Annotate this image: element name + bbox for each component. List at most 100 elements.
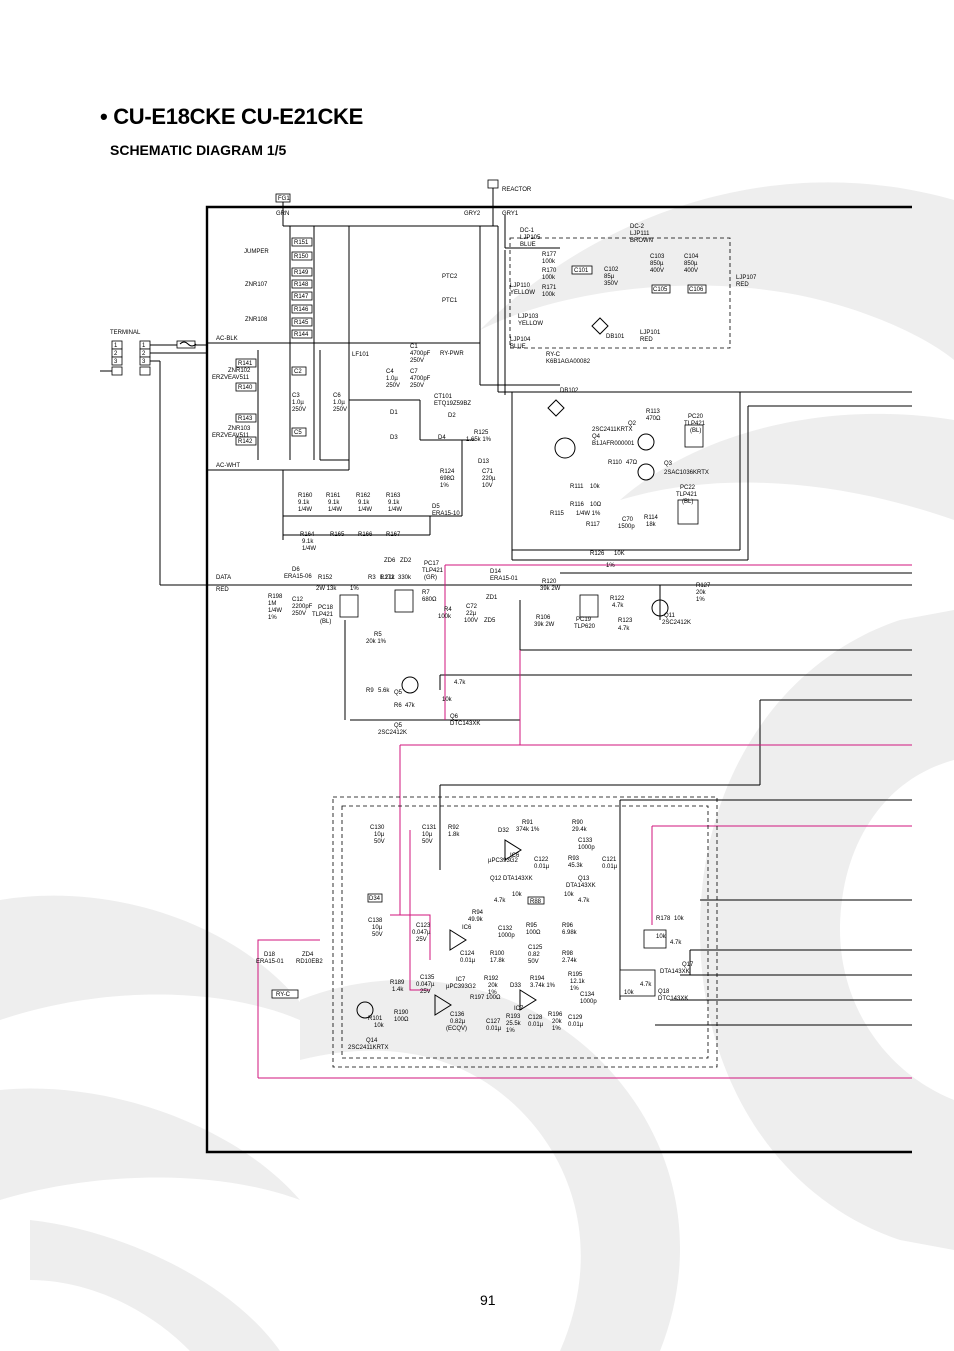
- svg-text:250V: 250V: [386, 383, 400, 389]
- svg-text:Q5: Q5: [394, 723, 403, 729]
- svg-text:CT101: CT101: [434, 394, 453, 400]
- svg-text:0.01µ: 0.01µ: [486, 1026, 502, 1032]
- svg-text:R152: R152: [318, 575, 333, 581]
- svg-text:C106: C106: [689, 287, 704, 293]
- svg-text:BLUE: BLUE: [510, 344, 526, 350]
- svg-text:4.7k: 4.7k: [494, 898, 506, 904]
- svg-text:R3: R3: [368, 575, 376, 581]
- svg-text:TLP620: TLP620: [574, 624, 596, 630]
- svg-text:330k: 330k: [398, 575, 412, 581]
- page-number: 91: [480, 1292, 496, 1308]
- svg-text:250V: 250V: [292, 611, 306, 617]
- svg-text:3.74k 1%: 3.74k 1%: [530, 983, 556, 989]
- svg-text:17.8k: 17.8k: [490, 958, 506, 964]
- svg-text:R143: R143: [238, 416, 253, 422]
- svg-text:R192: R192: [484, 976, 499, 982]
- svg-text:LJP103: LJP103: [518, 314, 539, 320]
- svg-text:ERA15-06: ERA15-06: [284, 574, 312, 580]
- svg-text:ZD2: ZD2: [400, 558, 412, 564]
- schematic-border: [205, 205, 912, 1154]
- svg-text:R5: R5: [374, 632, 382, 638]
- svg-text:AC-BLK: AC-BLK: [216, 336, 238, 342]
- svg-text:100Ω: 100Ω: [394, 1017, 409, 1023]
- svg-text:R88: R88: [530, 899, 542, 905]
- svg-text:RED: RED: [640, 337, 653, 343]
- svg-text:0.82µ: 0.82µ: [450, 1019, 466, 1025]
- resistor-ladder: [282, 440, 463, 540]
- svg-text:D34: D34: [369, 896, 381, 902]
- svg-text:ZD5: ZD5: [484, 618, 496, 624]
- svg-text:10k: 10k: [442, 697, 453, 703]
- svg-text:50V: 50V: [374, 839, 385, 845]
- svg-text:1/4W: 1/4W: [388, 507, 402, 513]
- svg-text:ZD1: ZD1: [486, 595, 498, 601]
- svg-text:PTC1: PTC1: [442, 298, 458, 304]
- svg-text:Q2: Q2: [628, 421, 637, 427]
- svg-text:Q11: Q11: [664, 613, 676, 619]
- svg-text:0.047µ: 0.047µ: [416, 982, 435, 988]
- svg-text:1/4W: 1/4W: [298, 507, 312, 513]
- svg-text:1%: 1%: [440, 483, 449, 489]
- svg-text:20k: 20k: [552, 1019, 563, 1025]
- svg-text:1.0µ: 1.0µ: [292, 400, 304, 406]
- label-terminal: TERMINAL: [110, 330, 141, 336]
- svg-text:ETQ19Z59BZ: ETQ19Z59BZ: [434, 401, 471, 407]
- svg-text:FG1: FG1: [278, 196, 290, 202]
- svg-text:1%: 1%: [552, 1026, 561, 1032]
- svg-text:DB102: DB102: [560, 388, 579, 394]
- svg-text:ZD4: ZD4: [302, 952, 314, 958]
- svg-text:R162: R162: [356, 493, 371, 499]
- svg-text:R195: R195: [568, 972, 583, 978]
- resistor-r148: R148: [294, 282, 309, 288]
- svg-text:R115: R115: [550, 511, 565, 517]
- svg-text:85µ: 85µ: [604, 274, 615, 280]
- svg-text:Q6: Q6: [450, 714, 459, 720]
- svg-text:10Ω: 10Ω: [590, 502, 602, 508]
- svg-text:B1JAFR000001: B1JAFR000001: [592, 441, 635, 447]
- svg-text:IC6: IC6: [462, 925, 472, 931]
- svg-text:D3: D3: [390, 435, 398, 441]
- svg-text:1.21k: 1.21k: [380, 575, 396, 581]
- svg-text:TLP421: TLP421: [684, 421, 706, 427]
- svg-text:4700pF: 4700pF: [410, 351, 431, 357]
- svg-text:1%: 1%: [350, 586, 359, 592]
- svg-text:LJP111: LJP111: [630, 231, 650, 237]
- svg-text:D4: D4: [438, 435, 446, 441]
- svg-text:1000p: 1000p: [498, 933, 515, 939]
- svg-text:(BL): (BL): [320, 619, 331, 625]
- ic-control-region: [332, 796, 718, 1068]
- svg-text:1%: 1%: [268, 615, 277, 621]
- svg-text:C132: C132: [498, 926, 513, 932]
- power-wiring: [207, 179, 912, 471]
- svg-text:R92: R92: [448, 825, 460, 831]
- svg-text:TLP421: TLP421: [312, 612, 334, 618]
- transistors: [356, 433, 669, 1019]
- svg-text:AC-WHT: AC-WHT: [216, 463, 240, 469]
- svg-text:39k 2W: 39k 2W: [540, 586, 561, 592]
- svg-text:1: 1: [114, 343, 118, 349]
- svg-text:DC-2: DC-2: [630, 224, 645, 230]
- svg-text:R189: R189: [390, 980, 405, 986]
- svg-text:C123: C123: [416, 923, 431, 929]
- svg-text:RY-C: RY-C: [546, 352, 561, 358]
- svg-text:18k: 18k: [646, 522, 657, 528]
- svg-text:220µ: 220µ: [482, 476, 496, 482]
- svg-text:1%: 1%: [606, 563, 615, 569]
- svg-text:1%: 1%: [488, 990, 497, 996]
- svg-text:R93: R93: [568, 856, 580, 862]
- svg-text:R9: R9: [366, 688, 374, 694]
- svg-text:1: 1: [142, 343, 146, 349]
- svg-text:250V: 250V: [410, 383, 424, 389]
- svg-text:100V: 100V: [464, 618, 478, 624]
- svg-text:R193: R193: [506, 1014, 521, 1020]
- svg-text:ZNR108: ZNR108: [245, 317, 268, 323]
- svg-text:3: 3: [142, 359, 146, 365]
- svg-text:C136: C136: [450, 1012, 465, 1018]
- svg-text:1000p: 1000p: [578, 845, 595, 851]
- svg-text:D1: D1: [390, 410, 398, 416]
- highlighted-signal-lines: [257, 564, 912, 1079]
- svg-text:R178: R178: [656, 916, 671, 922]
- svg-text:4.7k: 4.7k: [670, 940, 682, 946]
- svg-text:C103: C103: [650, 254, 665, 260]
- svg-text:25V: 25V: [416, 937, 427, 943]
